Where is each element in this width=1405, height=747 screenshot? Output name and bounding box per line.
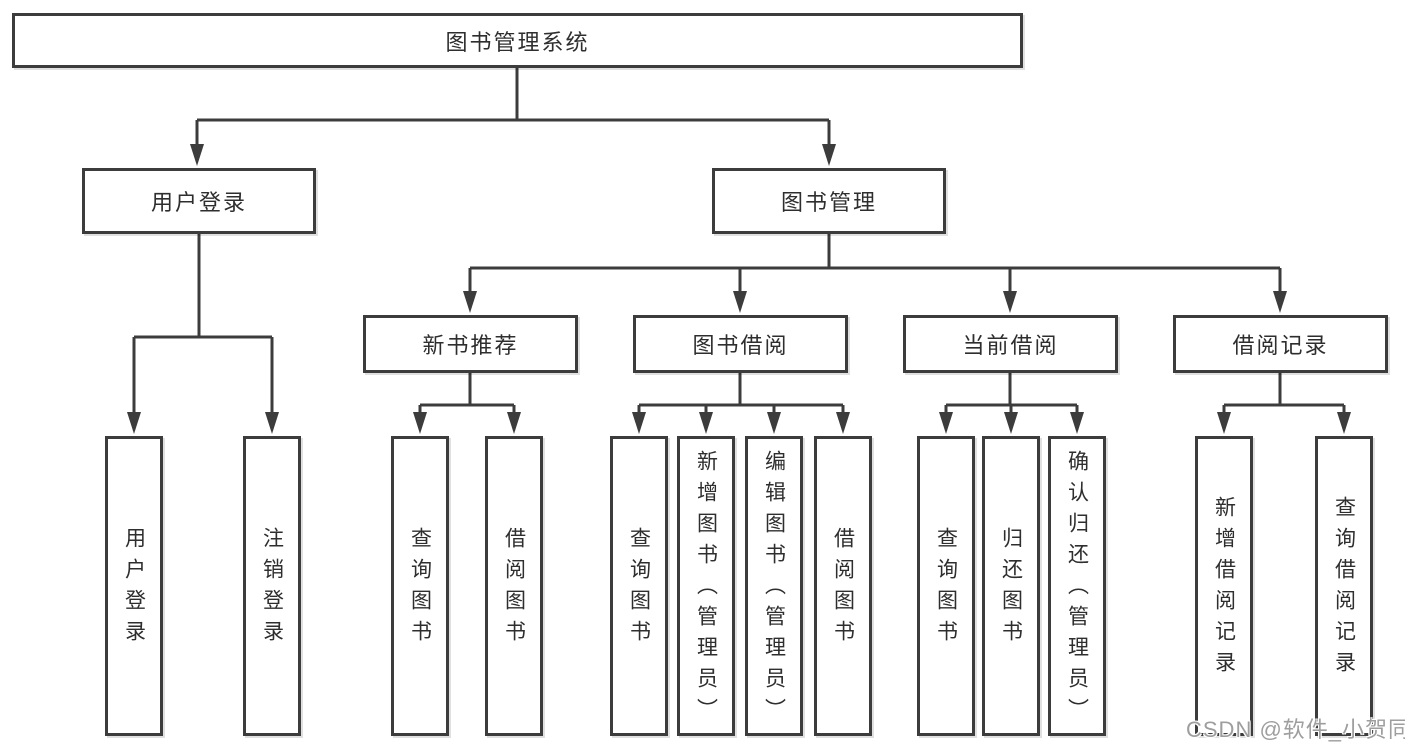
node-book-management: 图书管理 bbox=[712, 168, 946, 234]
leaf-borrow-books-borrowing: 借阅图书 bbox=[814, 436, 872, 736]
node-borrowing-records: 借阅记录 bbox=[1173, 315, 1388, 373]
leaf-logout: 注销登录 bbox=[243, 436, 301, 736]
node-book-borrowing: 图书借阅 bbox=[633, 315, 848, 373]
leaf-borrow-books-recommend: 借阅图书 bbox=[485, 436, 543, 736]
leaf-user-login: 用户登录 bbox=[105, 436, 163, 736]
node-user-login: 用户登录 bbox=[82, 168, 316, 234]
leaf-query-books-recommend: 查询图书 bbox=[391, 436, 449, 736]
leaf-query-books-borrowing: 查询图书 bbox=[610, 436, 668, 736]
node-current-borrowing: 当前借阅 bbox=[903, 315, 1118, 373]
leaf-add-borrow-record: 新增借阅记录 bbox=[1195, 436, 1253, 736]
leaf-return-books: 归还图书 bbox=[982, 436, 1040, 736]
leaf-query-borrow-record: 查询借阅记录 bbox=[1315, 436, 1373, 736]
node-new-book-recommendation: 新书推荐 bbox=[363, 315, 578, 373]
leaf-edit-book-admin: 编辑图书（管理员） bbox=[745, 436, 803, 736]
leaf-query-books-current: 查询图书 bbox=[917, 436, 975, 736]
leaf-add-book-admin: 新增图书（管理员） bbox=[677, 436, 735, 736]
leaf-confirm-return-admin: 确认归还（管理员） bbox=[1048, 436, 1106, 736]
node-root: 图书管理系统 bbox=[12, 13, 1023, 68]
